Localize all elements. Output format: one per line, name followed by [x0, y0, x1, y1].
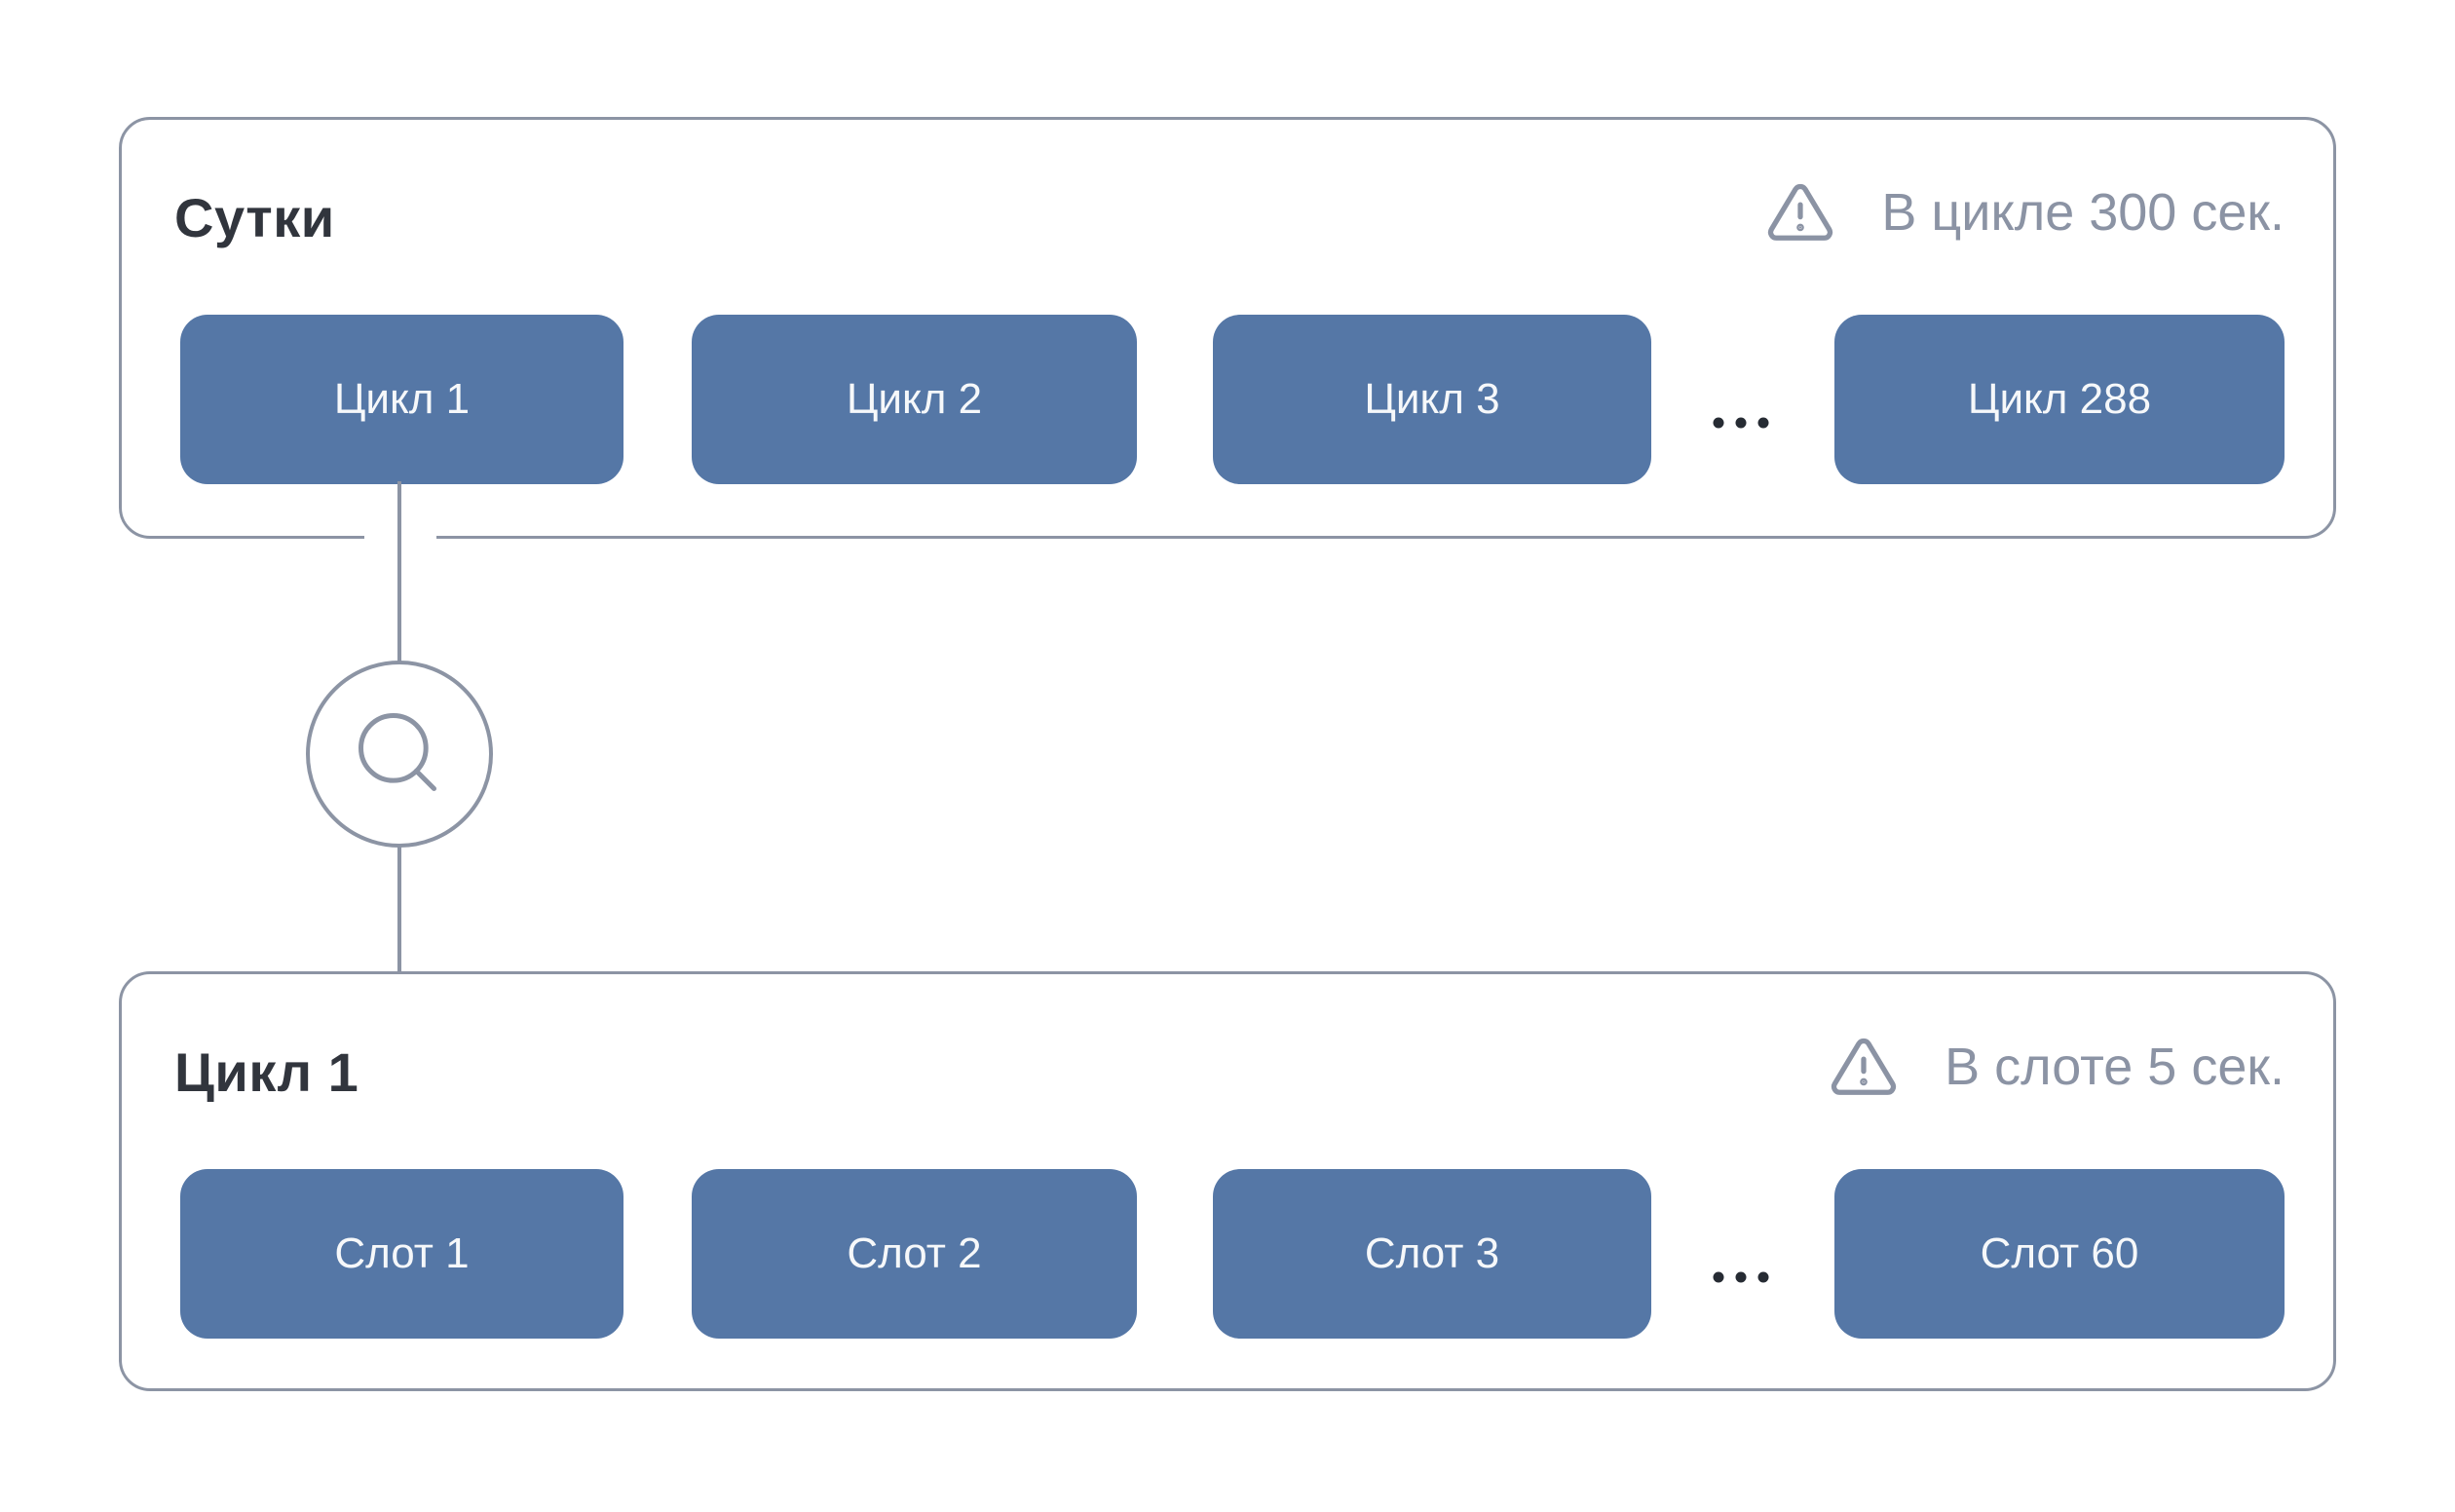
cycle-chip-3[interactable]: Цикл 3: [1213, 315, 1651, 484]
warning-triangle-icon: [1826, 1033, 1902, 1101]
slot-chip-3[interactable]: Слот 3: [1213, 1169, 1651, 1339]
panel-title: Сутки: [174, 187, 335, 248]
cycle-chip-2[interactable]: Цикл 2: [692, 315, 1137, 484]
connector-line-bottom: [397, 844, 401, 974]
panel-cycle-1: Цикл 1 В слоте 5 сек. Слот 1 Слот 2 Слот…: [119, 971, 2336, 1391]
cycle-chip-1[interactable]: Цикл 1: [180, 315, 623, 484]
panel-day: Сутки В цикле 300 сек. Цикл 1 Цикл 2 Цик…: [119, 117, 2336, 539]
ellipsis-dot: [1735, 417, 1747, 429]
slot-chip-1[interactable]: Слот 1: [180, 1169, 623, 1339]
warning-note: В слоте 5 сек.: [1826, 1033, 2285, 1101]
warning-triangle-icon: [1762, 178, 1838, 246]
ellipsis-dot: [1735, 1271, 1747, 1283]
magnifier-icon: [359, 713, 436, 791]
slot-chip-2[interactable]: Слот 2: [692, 1169, 1137, 1339]
magnifier-node[interactable]: [306, 661, 493, 848]
panel-title: Цикл 1: [174, 1041, 359, 1103]
ellipsis-dot: [1757, 417, 1769, 429]
cycle-chip-288[interactable]: Цикл 288: [1834, 315, 2285, 484]
warning-text: В цикле 300 сек.: [1881, 183, 2285, 242]
warning-note: В цикле 300 сек.: [1762, 178, 2285, 246]
warning-text: В слоте 5 сек.: [1945, 1038, 2285, 1096]
ellipsis: [1713, 417, 1769, 429]
connector-line-top: [397, 481, 401, 666]
ellipsis: [1713, 1271, 1769, 1283]
slot-chip-60[interactable]: Слот 60: [1834, 1169, 2285, 1339]
ellipsis-dot: [1713, 417, 1724, 429]
ellipsis-dot: [1713, 1271, 1724, 1283]
ellipsis-dot: [1757, 1271, 1769, 1283]
